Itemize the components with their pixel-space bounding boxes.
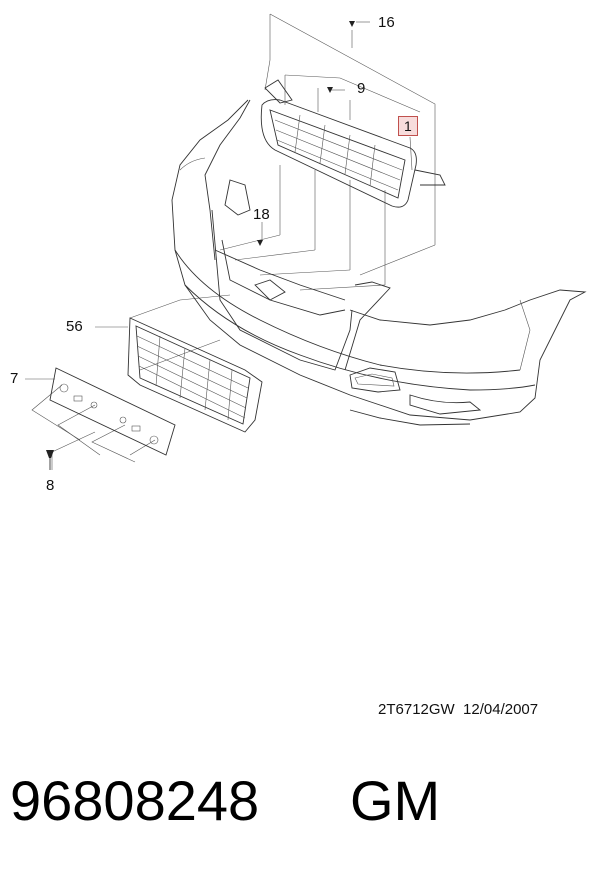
callout-8: 8: [46, 477, 55, 494]
upper-grille: [260, 79, 446, 208]
callout-9: 9: [357, 80, 366, 97]
front-bumper: [171, 99, 587, 426]
callout-16: 16: [378, 14, 395, 31]
part-number: 96808248: [10, 769, 260, 832]
brand-label: GM: [350, 769, 441, 832]
lower-grille: [127, 317, 263, 433]
license-plate-bracket: [49, 367, 176, 456]
callout-56: 56: [66, 318, 83, 335]
leader-lines: [25, 13, 436, 470]
callout-18: 18: [253, 206, 270, 223]
fastener-screws: [46, 21, 355, 470]
callout-1: 1: [398, 116, 418, 136]
drawing-code: 2T6712GW 12/04/2007: [378, 701, 539, 718]
callout-7: 7: [10, 370, 19, 387]
